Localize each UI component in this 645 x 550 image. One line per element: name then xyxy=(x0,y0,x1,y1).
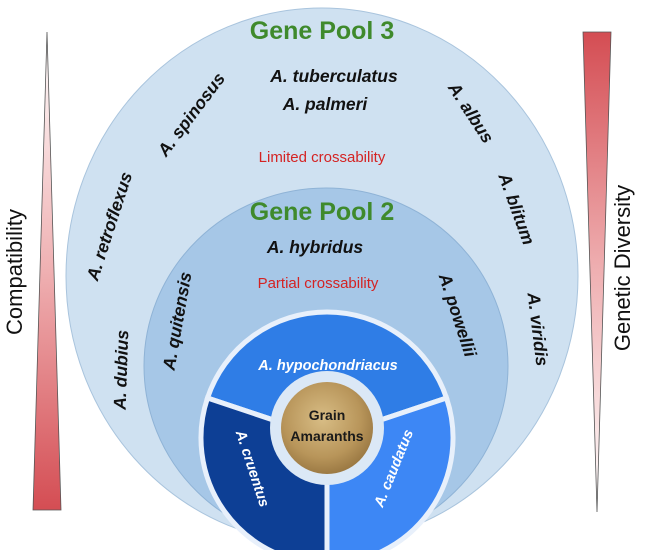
grain-image xyxy=(281,382,373,474)
compatibility-wedge xyxy=(32,31,62,511)
gene-pool-3-title: Gene Pool 3 xyxy=(250,17,394,45)
genetic-diversity-wedge xyxy=(582,31,612,513)
grain-label: Grain xyxy=(309,407,346,423)
amaranths-label: Amaranths xyxy=(290,428,363,444)
species-palmeri: A. palmeri xyxy=(282,94,369,114)
species-tuberculatus: A. tuberculatus xyxy=(269,66,398,86)
limited-crossability-label: Limited crossability xyxy=(259,149,386,166)
species-hypochondriacus: A. hypochondriacus xyxy=(257,358,397,374)
compatibility-label: Compatibility xyxy=(2,209,27,335)
species-hybridus: A. hybridus xyxy=(266,237,364,257)
partial-crossability-label: Partial crossability xyxy=(258,275,379,292)
genetic-diversity-label: Genetic Diversity xyxy=(610,185,635,351)
gene-pool-1-circle xyxy=(198,309,456,550)
gene-pool-2-title: Gene Pool 2 xyxy=(250,198,394,226)
species-dubius: A. dubius xyxy=(110,329,133,411)
